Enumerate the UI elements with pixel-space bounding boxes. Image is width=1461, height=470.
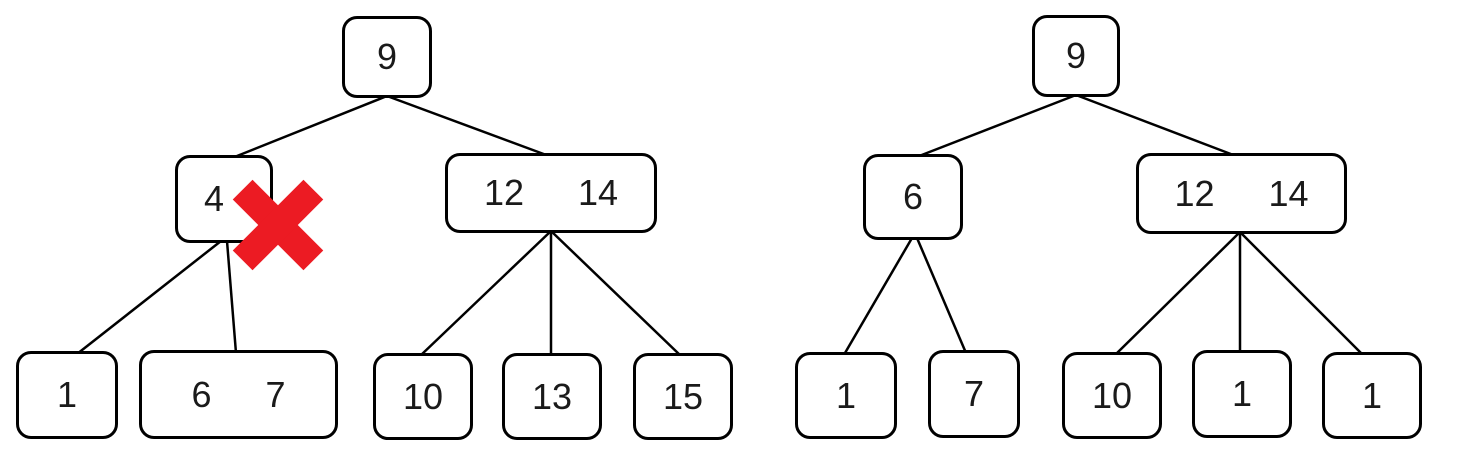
delete-cross-icon — [232, 179, 324, 271]
right-leaf-node-1b: 1 — [1192, 350, 1292, 438]
left-leaf-node-6-7: 6 7 — [139, 350, 338, 439]
node-key: 9 — [376, 36, 398, 77]
left-leaf-node-1: 1 — [16, 351, 118, 439]
node-key: 6 — [191, 373, 212, 415]
node-key: 1 — [835, 374, 857, 416]
node-key: 7 — [963, 373, 985, 414]
node-key: 12 — [1174, 172, 1215, 214]
node-key: 13 — [531, 375, 573, 417]
left-leaf-node-15: 15 — [633, 353, 733, 440]
node-key: 10 — [402, 375, 444, 417]
right-leaf-node-7: 7 — [928, 350, 1020, 438]
node-key: 10 — [1091, 374, 1133, 416]
right-root-node: 9 — [1032, 15, 1120, 97]
node-key: 14 — [578, 172, 619, 213]
node-key: 15 — [662, 375, 704, 417]
left-leaf-node-10: 10 — [373, 353, 473, 440]
left-internal-node-12-14: 12 14 — [445, 153, 657, 233]
right-leaf-node-1c: 1 — [1322, 352, 1422, 439]
right-internal-node-12-14: 12 14 — [1136, 153, 1347, 234]
node-key: 1 — [56, 374, 78, 415]
right-leaf-node-1: 1 — [795, 352, 897, 439]
node-key: 6 — [902, 176, 924, 217]
left-root-node: 9 — [342, 16, 432, 98]
node-key: 4 — [203, 178, 225, 219]
node-key: 12 — [483, 172, 524, 213]
node-key: 1 — [1231, 373, 1253, 414]
node-key: 7 — [265, 373, 286, 415]
left-leaf-node-13: 13 — [502, 353, 602, 440]
right-internal-node-6: 6 — [863, 154, 963, 240]
right-leaf-node-10: 10 — [1062, 352, 1162, 439]
node-key: 9 — [1065, 35, 1087, 76]
node-key: 1 — [1361, 374, 1383, 416]
node-key: 14 — [1268, 172, 1309, 214]
